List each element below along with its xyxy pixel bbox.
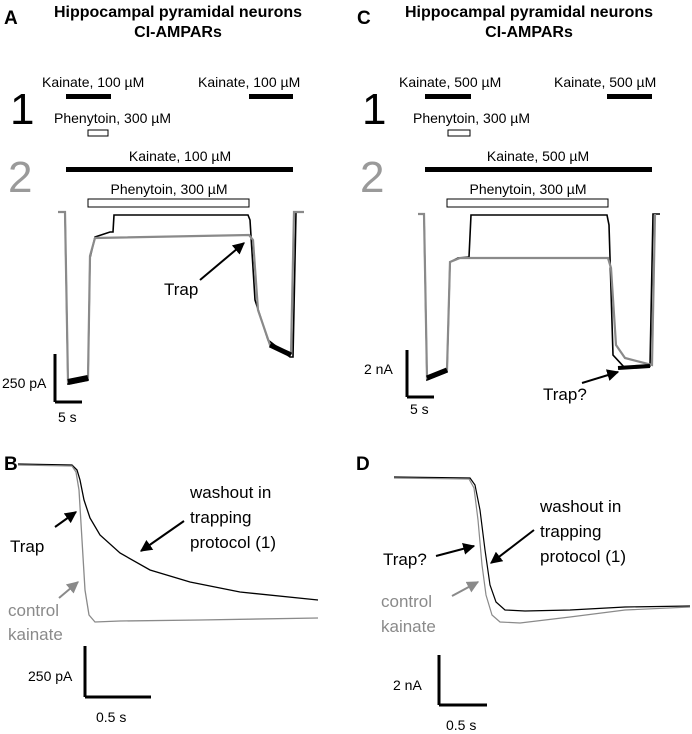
scale-x-label-a: 5 s: [58, 409, 77, 425]
trace-control-b: [17, 464, 319, 623]
panel-c-title-line1: Hippocampal pyramidal neurons: [405, 4, 653, 21]
phenytoin-label-protocol2-c: Phenytoin, 300 µM: [469, 181, 586, 197]
trace-protocol-2-c: [418, 212, 657, 380]
phenytoin-bar-protocol2: [87, 198, 250, 208]
kainate-bar-long: [66, 167, 293, 172]
trap-arrow: [199, 242, 245, 281]
trace-noise-washout-a: [268, 342, 293, 358]
phenytoin-label-protocol1: Phenytoin, 300 µM: [54, 110, 171, 126]
trap-annotation-b: Trap: [10, 537, 44, 556]
control-label-line1-d: control: [381, 592, 432, 611]
panel-c: C Hippocampal pyramidal neurons CI-AMPAR…: [357, 4, 660, 417]
phenytoin-bar-protocol2-c: [446, 198, 609, 208]
protocol-2-label-c: 2: [360, 153, 384, 202]
panel-a-title-line2: CI-AMPARs: [134, 24, 222, 41]
trace-noise-baseline-a: [67, 375, 89, 385]
scale-x-label-b: 0.5 s: [96, 709, 126, 725]
washout-arrow-d: [490, 529, 535, 564]
panel-letter-a: A: [4, 8, 18, 29]
kainate-label-long: Kainate, 100 µM: [129, 148, 231, 164]
kainate-bar-long-c: [425, 167, 652, 172]
panel-b: B Trap washout in trapping protocol (1) …: [4, 454, 319, 725]
kainate-label-first: Kainate, 100 µM: [42, 74, 144, 90]
kainate-bar-second: [249, 94, 293, 99]
washout-label-line1-b: washout in: [189, 483, 271, 502]
panel-letter-c: C: [357, 8, 371, 29]
washout-label-line3-b: protocol (1): [190, 533, 276, 552]
trap-question-arrow-d: [435, 542, 476, 557]
control-arrow-b: [58, 581, 79, 599]
trap-annotation: Trap: [164, 280, 198, 299]
control-label-line2-b: kainate: [8, 625, 63, 644]
control-arrow-d: [451, 581, 480, 597]
trace-noise-baseline-c: [426, 367, 448, 381]
scale-y-label-c: 2 nA: [364, 361, 393, 377]
control-label-line1-b: control: [8, 601, 59, 620]
kainate-bar-second-c: [607, 94, 652, 99]
phenytoin-label-protocol1-c: Phenytoin, 300 µM: [413, 110, 530, 126]
phenytoin-label-protocol2: Phenytoin, 300 µM: [110, 181, 227, 197]
kainate-label-long-c: Kainate, 500 µM: [487, 148, 589, 164]
trap-question-annotation-d: Trap?: [383, 550, 427, 569]
phenytoin-bar-protocol1-c: [447, 129, 471, 137]
scale-x-label-c: 5 s: [410, 401, 429, 417]
washout-arrow-b: [140, 520, 185, 552]
protocol-2-label: 2: [8, 153, 32, 202]
phenytoin-bar-protocol1: [87, 129, 109, 137]
panel-letter-d: D: [356, 454, 370, 475]
trap-question-annotation: Trap?: [543, 385, 587, 404]
panel-letter-b: B: [4, 454, 18, 475]
scale-x-label-d: 0.5 s: [446, 717, 476, 733]
trace-washout-b: [17, 463, 319, 601]
kainate-bar-first: [66, 94, 111, 99]
washout-label-line1-d: washout in: [539, 497, 621, 516]
protocol-1-label-c: 1: [362, 85, 386, 134]
panel-a: A Hippocampal pyramidal neurons CI-AMPAR…: [2, 4, 304, 425]
kainate-label-second: Kainate, 100 µM: [198, 74, 300, 90]
washout-label-line2-b: trapping: [190, 508, 251, 527]
scale-y-label-b: 250 pA: [28, 668, 73, 684]
trace-noise-washout-c: [617, 364, 651, 370]
trace-washout-d: [393, 476, 691, 612]
kainate-label-first-c: Kainate, 500 µM: [399, 74, 501, 90]
scale-y-label-a: 250 pA: [2, 375, 47, 391]
panel-c-title-line2: CI-AMPARs: [485, 24, 573, 41]
washout-label-line2-d: trapping: [540, 522, 601, 541]
trace-control-d: [393, 477, 691, 624]
kainate-bar-first-c: [425, 94, 471, 99]
control-label-line2-d: kainate: [381, 617, 436, 636]
panel-a-title-line1: Hippocampal pyramidal neurons: [54, 4, 302, 21]
panel-d: D Trap? washout in trapping protocol (1)…: [356, 454, 691, 733]
scale-y-label-d: 2 nA: [393, 677, 422, 693]
kainate-label-second-c: Kainate, 500 µM: [554, 74, 656, 90]
trap-arrow-b: [54, 511, 77, 528]
trap-question-arrow: [581, 369, 620, 384]
washout-label-line3-d: protocol (1): [540, 547, 626, 566]
protocol-1-label: 1: [10, 85, 34, 134]
